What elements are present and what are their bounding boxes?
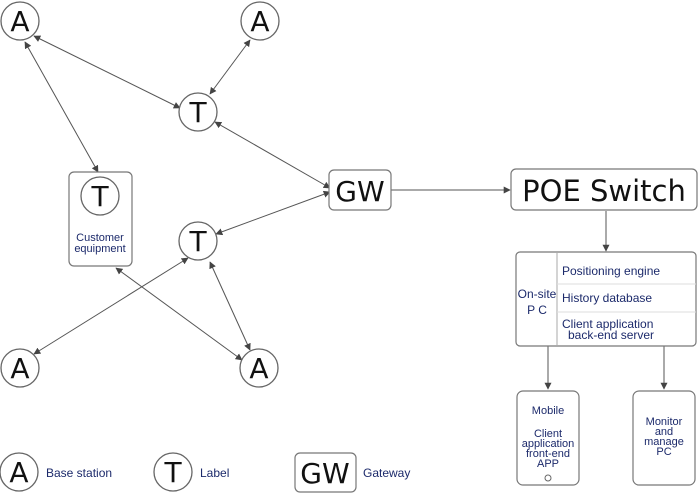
edge-tag-top-to-gateway [214,121,331,189]
edge-tag-mid-to-gateway [215,190,331,236]
mobile-line3: front-end [526,448,570,460]
edge-anchor-tl-to-customer [24,41,99,173]
monitor-line3: manage [644,436,684,448]
legend-label-label: Label [200,466,229,480]
onsite-pc-node: On-site P C Positioning engine History d… [515,251,697,347]
gateway-node: GW [328,169,392,211]
poe-switch-node: POE Switch [510,168,698,211]
legend-item-gateway: GW Gateway [294,452,410,493]
customer-equipment-line2: equipment [74,243,125,255]
legend-symbol-gw: GW [300,457,349,490]
legend-label-base-station: Base station [46,466,112,480]
onsite-pc-label-line1: On-site [518,287,557,301]
tag-mid-label: T [188,225,207,258]
legend-item-base-station: A Base station [0,452,112,492]
edge-anchor-br-to-tag-mid [209,261,251,351]
legend-symbol-a: A [9,456,28,489]
legend-label-gateway: Gateway [363,466,410,480]
monitor-line2: and [655,426,673,438]
onsite-pc-label-line2: P C [527,303,547,317]
anchor-bottom-right: A [239,348,279,388]
anchor-bottom-left: A [0,348,40,388]
tag-top: T [178,92,218,132]
anchor-top-left-label: A [10,5,29,38]
function-positioning-engine: Positioning engine [562,264,660,278]
edge-anchor-bl-to-tag-mid [33,257,189,355]
legend-item-label: T Label [153,452,229,492]
mobile-line4: APP [537,458,559,470]
tag-mid: T [178,221,218,261]
anchor-bottom-right-label: A [249,352,268,385]
function-history-database: History database [562,291,652,305]
anchor-top-left: A [0,1,40,41]
mobile-line1: Client [534,428,562,440]
monitor-line1: Monitor [646,416,683,428]
function-client-app-line2: back-end server [568,328,654,342]
home-button-icon [544,474,552,482]
mobile-node: Mobile Client application front-end APP [516,390,580,486]
gateway-label: GW [335,175,384,208]
monitor-line4: PC [656,446,671,458]
legend: A Base station T Label GW Gateway [0,452,410,493]
edge-anchor-tr-to-tag-top [209,39,251,95]
poe-switch-label: POE Switch [522,174,686,208]
customer-equipment-line1: Customer [76,232,124,244]
edge-customer-to-anchor-br [115,267,243,361]
function-client-app-line1: Client application [562,317,653,331]
tag-top-label: T [188,96,207,129]
mobile-line2: application [522,438,575,450]
customer-equipment: T Customer equipment [68,171,133,267]
anchor-bottom-left-label: A [10,352,29,385]
customer-tag-label: T [90,180,109,213]
mobile-title: Mobile [532,405,564,417]
anchor-top-right: A [240,1,280,41]
monitor-pc-node: Monitor and manage PC [632,390,696,486]
legend-symbol-t: T [163,456,182,489]
connection-lines [24,35,668,390]
anchor-top-right-label: A [250,5,269,38]
